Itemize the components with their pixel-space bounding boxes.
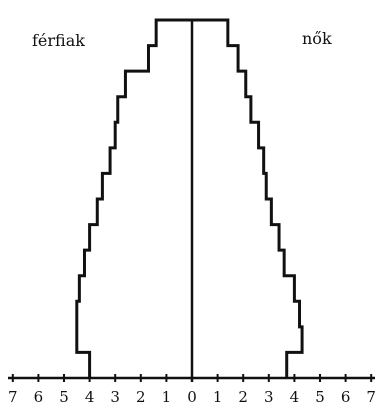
x-tick-label: 4 [85,388,95,406]
x-tick-label: 2 [238,388,248,406]
x-tick-label: 7 [366,388,376,406]
series-label-men: férfiak [32,31,85,50]
x-axis-ticks [11,374,373,382]
x-tick-label: 1 [162,388,172,406]
series-label-women: nők [302,29,332,48]
x-tick-label: 7 [8,388,18,406]
x-tick-label: 5 [315,388,325,406]
x-tick-label: 5 [59,388,69,406]
x-tick-label: 4 [290,388,300,406]
x-tick-label: 0 [187,388,197,406]
x-tick-label: 3 [110,388,120,406]
x-tick-label: 1 [213,388,223,406]
x-tick-label: 2 [136,388,146,406]
x-tick-label: 6 [34,388,44,406]
x-tick-label: 3 [264,388,274,406]
women-step-outline [192,18,304,378]
men-step-outline [75,18,192,378]
x-tick-label: 6 [341,388,351,406]
